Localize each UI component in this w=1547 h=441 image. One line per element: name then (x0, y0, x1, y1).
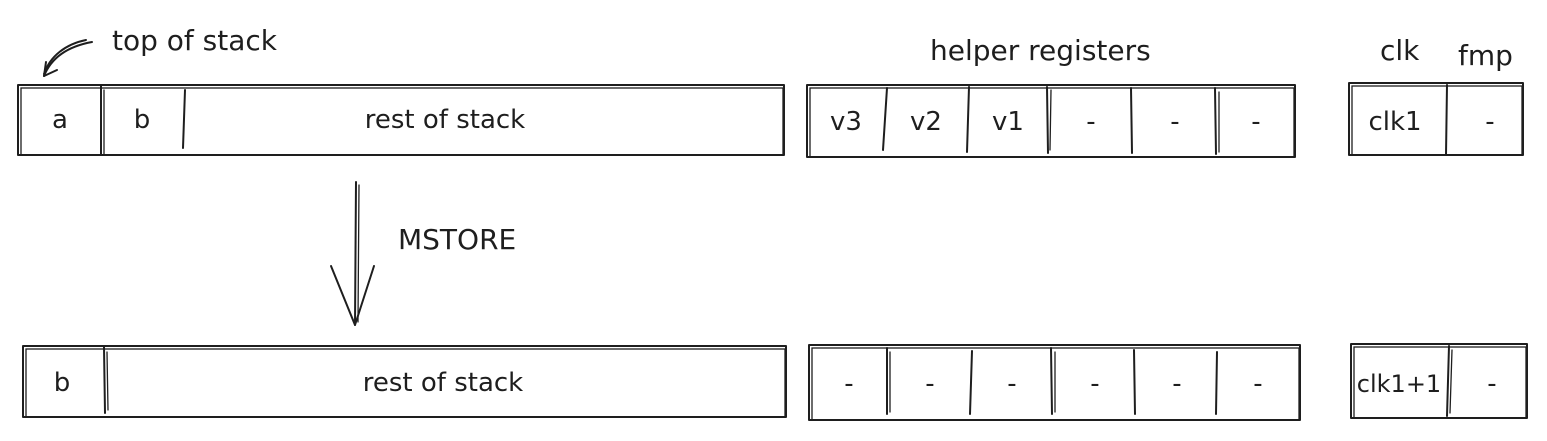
clk-cell: clk1 (1368, 107, 1421, 137)
clk-label: clk (1380, 34, 1420, 67)
helper-cell: - (925, 369, 934, 399)
helper-registers-after: - - - - - - (808, 344, 1301, 421)
clk-fmp-before: clk1 - (1348, 82, 1524, 156)
stack-before: a b rest of stack (17, 84, 785, 156)
helper-registers-label: helper registers (930, 34, 1151, 67)
helper-cell: v1 (992, 107, 1024, 137)
helper-cell: - (1253, 369, 1262, 399)
helper-cell: - (1170, 107, 1179, 137)
helper-cell: v2 (910, 107, 942, 137)
clk-cell: clk1+1 (1357, 370, 1441, 398)
top-of-stack-arrow (43, 39, 93, 77)
stack-cell: b (54, 368, 71, 398)
top-of-stack-label: top of stack (112, 24, 278, 57)
helper-cell: - (1251, 107, 1260, 137)
stack-after: b rest of stack (22, 345, 787, 418)
helper-cell: - (1172, 369, 1181, 399)
stack-cell: b (134, 105, 151, 135)
helper-cell: - (1007, 369, 1016, 399)
fmp-label: fmp (1458, 39, 1513, 72)
helper-cell: v3 (830, 107, 862, 137)
clk-fmp-after: clk1+1 - (1350, 343, 1528, 419)
fmp-cell: - (1487, 369, 1496, 399)
operation-label: MSTORE (398, 223, 516, 256)
fmp-cell: - (1485, 107, 1494, 137)
rest-of-stack-cell: rest of stack (365, 105, 525, 135)
helper-cell: - (1090, 369, 1099, 399)
helper-cell: - (844, 369, 853, 399)
rest-of-stack-cell: rest of stack (363, 368, 523, 398)
helper-registers-before: v3 v2 v1 - - - (806, 84, 1296, 158)
stack-cell: a (52, 105, 68, 135)
mstore-arrow (330, 181, 375, 326)
helper-cell: - (1086, 107, 1095, 137)
